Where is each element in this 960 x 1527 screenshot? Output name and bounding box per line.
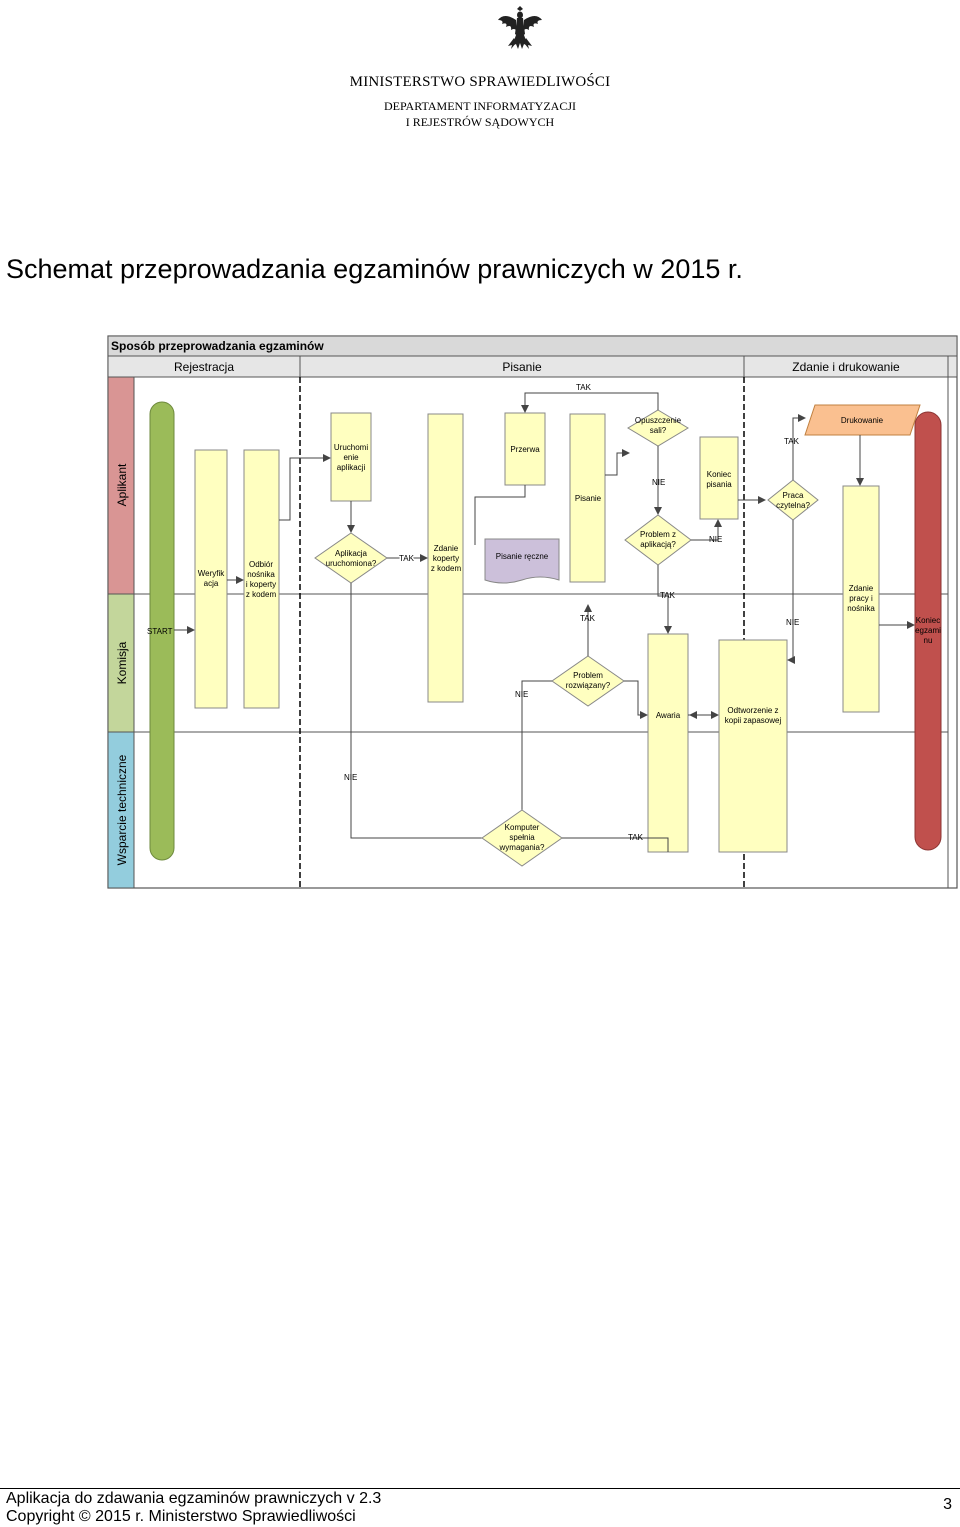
label-tak-3: TAK bbox=[660, 591, 676, 600]
node-zdanie-pracy-l3: nośnika bbox=[847, 604, 875, 613]
end-bar bbox=[914, 411, 942, 851]
node-zdanie-koperty bbox=[427, 413, 464, 703]
label-nie-4: NIE bbox=[515, 690, 528, 699]
node-odtworzenie bbox=[718, 639, 788, 853]
eagle-emblem-icon bbox=[498, 6, 542, 49]
decision-komputer-spelnia-l1: Komputer bbox=[505, 823, 540, 832]
label-nie-3: NIE bbox=[709, 535, 722, 544]
phase-header-bar bbox=[107, 355, 958, 378]
lane-aplikant-label: Aplikant bbox=[115, 463, 129, 506]
node-uruchomienie-l2: enie bbox=[343, 453, 359, 462]
diagram-title: Sposób przeprowadzania egzaminów bbox=[111, 339, 324, 353]
decision-komputer-spelnia-l3: wymagania? bbox=[499, 843, 545, 852]
node-odbior-l3: i koperty bbox=[246, 580, 276, 589]
node-odtworzenie-l1: Odtworzenie z bbox=[727, 706, 778, 715]
decision-aplikacja-uruchomiona-l1: Aplikacja bbox=[335, 549, 368, 558]
decision-praca-czytelna-l1: Praca bbox=[783, 491, 804, 500]
label-nie-5: NIE bbox=[786, 618, 799, 627]
decision-opuszczenie-sali-l1: Opuszczenie bbox=[635, 416, 682, 425]
footer-divider bbox=[0, 1488, 960, 1489]
node-uruchomienie bbox=[330, 412, 372, 502]
node-zdanie-koperty-l3: z kodem bbox=[431, 564, 462, 573]
decision-komputer-spelnia-l2: spełnia bbox=[509, 833, 535, 842]
end-label-l2: egzami bbox=[915, 626, 941, 635]
lane-komisja-label: Komisja bbox=[115, 641, 129, 684]
process-flowchart: Sposób przeprowadzania egzaminów Rejestr… bbox=[107, 335, 958, 889]
decision-opuszczenie-sali-l2: sali? bbox=[650, 426, 667, 435]
node-przerwa bbox=[504, 412, 546, 486]
decision-aplikacja-uruchomiona-l2: uruchomiona? bbox=[326, 559, 377, 568]
decision-problem-aplikacja-l2: aplikacją? bbox=[640, 540, 676, 549]
node-awaria bbox=[647, 633, 689, 853]
node-odbior-l4: z kodem bbox=[246, 590, 277, 599]
node-koniec-pisania-l2: pisania bbox=[706, 480, 732, 489]
node-koniec-pisania-l1: Koniec bbox=[707, 470, 731, 479]
department-line-1: DEPARTAMENT INFORMATYZACJI bbox=[383, 99, 576, 113]
node-pisanie-reczne bbox=[484, 538, 560, 584]
node-drukowanie bbox=[804, 404, 921, 436]
node-odtworzenie-l2: kopii zapasowej bbox=[725, 716, 782, 725]
node-uruchomienie-l3: aplikacji bbox=[337, 463, 366, 472]
decision-komputer-spelnia bbox=[481, 809, 563, 867]
decision-problem-rozwiazany bbox=[551, 655, 625, 707]
lane-wsparcie-header bbox=[107, 731, 135, 889]
node-awaria-label: Awaria bbox=[656, 711, 681, 720]
node-uruchomienie-l1: Uruchomi bbox=[334, 443, 368, 452]
end-label-l3: nu bbox=[924, 636, 933, 645]
node-zdanie-koperty-l1: Zdanie bbox=[434, 544, 459, 553]
decision-praca-czytelna-l2: czytelna? bbox=[776, 501, 810, 510]
node-drukowanie-label: Drukowanie bbox=[841, 416, 884, 425]
node-zdanie-pracy-l2: pracy i bbox=[849, 594, 873, 603]
node-weryfikacja-l1: Weryfik bbox=[198, 569, 226, 578]
footer-copyright: Copyright © 2015 r. Ministerstwo Sprawie… bbox=[6, 1508, 356, 1525]
label-tak-halo-1: TAK bbox=[399, 554, 415, 563]
node-przerwa-label: Przerwa bbox=[510, 445, 540, 454]
label-nie-2: NIE bbox=[652, 478, 665, 487]
label-tak-4: TAK bbox=[580, 614, 596, 623]
footer-app-line: Aplikacja do zdawania egzaminów prawnicz… bbox=[6, 1490, 382, 1507]
lane-wsparcie-label: Wsparcie techniczne bbox=[115, 754, 129, 865]
node-odbior bbox=[243, 449, 280, 709]
start-label: START bbox=[147, 627, 173, 636]
page-number: 3 bbox=[943, 1496, 952, 1513]
node-weryfikacja-l2: acja bbox=[204, 579, 219, 588]
end-label-l1: Koniec bbox=[916, 616, 940, 625]
node-zdanie-pracy-l1: Zdanie bbox=[849, 584, 874, 593]
label-tak-2: TAK bbox=[576, 383, 592, 392]
node-weryfikacja bbox=[194, 449, 228, 709]
node-koniec-pisania bbox=[699, 436, 739, 520]
node-odbior-l2: nośnika bbox=[247, 570, 275, 579]
label-nie-1: NIE bbox=[344, 773, 357, 782]
phase-rejestracja: Rejestracja bbox=[174, 360, 234, 374]
start-bar bbox=[149, 401, 175, 861]
phase-pisanie: Pisanie bbox=[502, 360, 542, 374]
department-line-2: I REJESTRÓW SĄDOWYCH bbox=[405, 115, 555, 129]
page-title: Schemat przeprowadzania egzaminów prawni… bbox=[6, 254, 743, 284]
node-pisanie-label: Pisanie bbox=[575, 494, 602, 503]
node-zdanie-koperty-l2: koperty bbox=[433, 554, 459, 563]
label-tak-5: TAK bbox=[628, 833, 644, 842]
node-odbior-l1: Odbiór bbox=[249, 560, 273, 569]
ministry-name: MINISTERSTWO SPRAWIEDLIWOŚCI bbox=[349, 74, 611, 90]
decision-problem-aplikacja-l1: Problem z bbox=[640, 530, 676, 539]
node-pisanie bbox=[569, 413, 606, 583]
phase-zdanie: Zdanie i drukowanie bbox=[792, 360, 900, 374]
decision-problem-rozwiazany-l2: rozwiązany? bbox=[566, 681, 611, 690]
decision-problem-rozwiazany-l1: Problem bbox=[573, 671, 603, 680]
node-pisanie-reczne-label: Pisanie ręczne bbox=[496, 552, 549, 561]
label-tak-6: TAK bbox=[784, 437, 800, 446]
node-zdanie-pracy bbox=[842, 485, 880, 713]
label-tak-1: TAK bbox=[399, 554, 415, 563]
